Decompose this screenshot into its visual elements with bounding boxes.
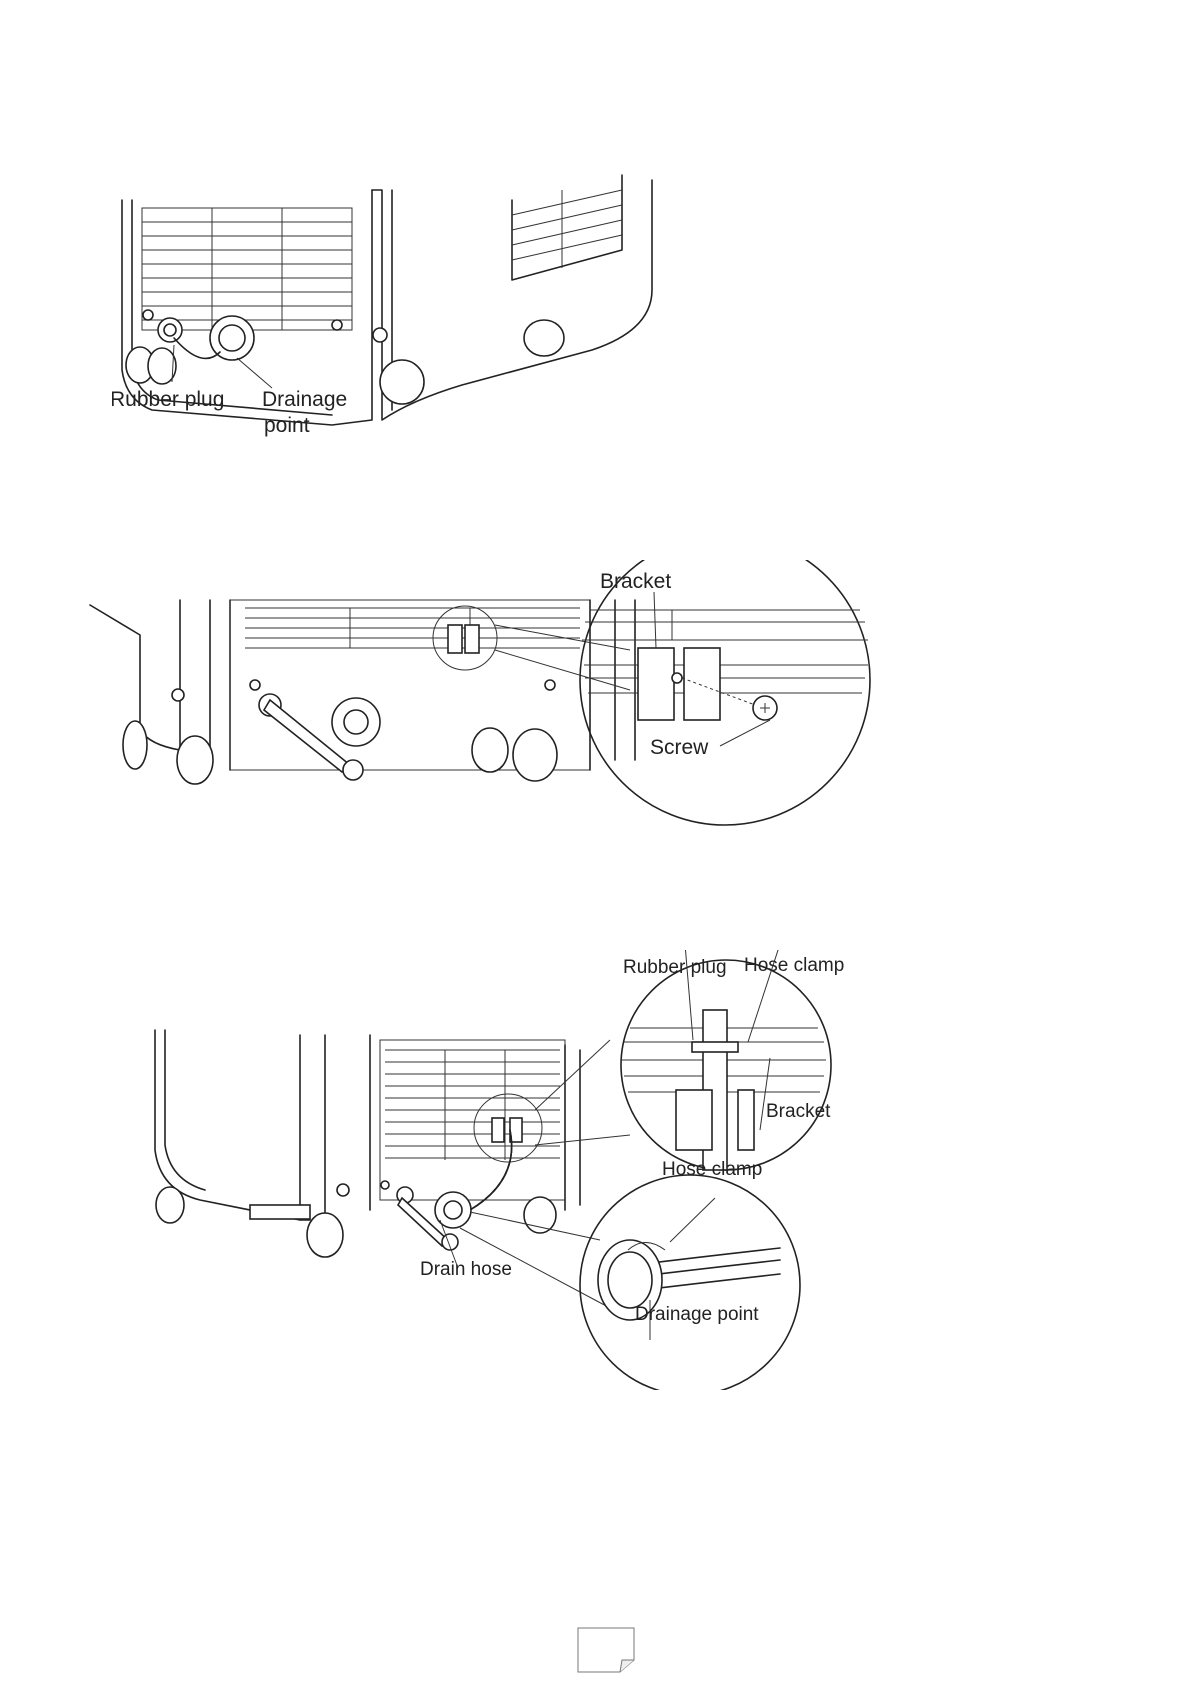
figure-3-drain-hose-install: Rubber plug Hose clamp Bracket Hose clam… bbox=[140, 950, 940, 1390]
drainage-point bbox=[174, 316, 254, 360]
label-rubber-plug: Rubber plug bbox=[112, 388, 224, 411]
figure-2-bracket-screw: Bracket Screw bbox=[70, 560, 970, 840]
label-hose-clamp-bottom: Hose clamp bbox=[662, 1159, 762, 1180]
label-drainage-point-line1: Drainage bbox=[262, 388, 347, 411]
bracket-detail-magnifier bbox=[580, 560, 870, 825]
label-screw: Screw bbox=[650, 736, 709, 759]
rubber-plug bbox=[158, 318, 182, 342]
rear-grille bbox=[142, 208, 352, 330]
page-number-box bbox=[576, 1626, 636, 1674]
hose-clamp-bracket-magnifier bbox=[621, 960, 831, 1170]
hose-clamp-drainage-magnifier bbox=[580, 1175, 800, 1390]
side-vent bbox=[512, 190, 622, 268]
rear-grille bbox=[245, 608, 580, 648]
rear-grille bbox=[385, 1050, 560, 1160]
caster-wheels bbox=[156, 1187, 556, 1257]
label-bracket: Bracket bbox=[766, 1101, 831, 1122]
label-hose-clamp-top: Hose clamp bbox=[744, 955, 844, 976]
label-drainage-point-line2: point bbox=[264, 414, 310, 437]
label-bracket: Bracket bbox=[600, 570, 671, 593]
label-rubber-plug: Rubber plug bbox=[623, 957, 727, 978]
figure-1-drainage-point: Rubber plug Drainage point bbox=[112, 170, 672, 480]
label-drain-hose: Drain hose bbox=[420, 1259, 512, 1280]
label-drainage-point: Drainage point bbox=[635, 1304, 759, 1325]
